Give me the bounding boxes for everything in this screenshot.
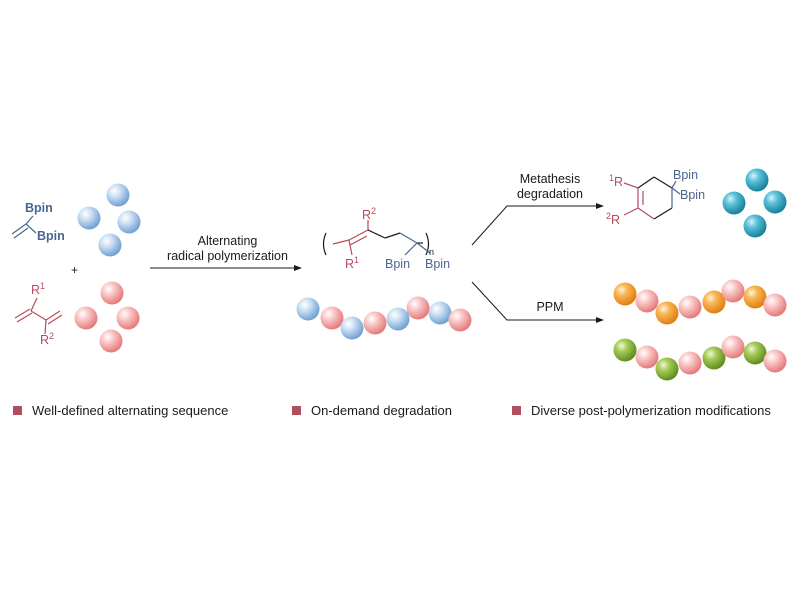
chain-pink-sphere <box>635 289 659 313</box>
chain-pink-sphere <box>721 335 745 359</box>
blue-monomer-sphere <box>117 210 141 234</box>
chain-green-sphere <box>655 357 679 381</box>
blue-monomer-sphere <box>77 206 101 230</box>
bullet-square-icon <box>292 406 301 415</box>
chain-green-sphere <box>743 341 767 365</box>
chain-pink-sphere <box>363 311 387 335</box>
chain-orange-sphere <box>613 282 637 306</box>
polymer-bpin1-label: Bpin <box>385 257 411 271</box>
chain-pink-sphere <box>763 293 787 317</box>
polymer-r2-label: R2 <box>362 205 377 222</box>
feature-item: Diverse post-polymerization modification… <box>512 403 771 418</box>
polymerization-label: Alternating radical polymerization <box>167 234 288 263</box>
diene-structure <box>14 297 63 335</box>
teal-product-sphere <box>745 168 769 192</box>
teal-product-sphere <box>722 191 746 215</box>
chain-pink-sphere <box>406 296 430 320</box>
chain-pink-sphere <box>678 295 702 319</box>
chain-green-sphere <box>702 346 726 370</box>
feature-item: On-demand degradation <box>292 403 452 418</box>
product-r2-label: 2R <box>606 210 621 227</box>
chain-pink-sphere <box>320 306 344 330</box>
polymer-bpin2-label: Bpin <box>425 257 451 271</box>
feature-item: Well-defined alternating sequence <box>13 403 228 418</box>
chain-pink-sphere <box>448 308 472 332</box>
pink-monomer-sphere <box>99 329 123 353</box>
chain-pink-sphere <box>635 345 659 369</box>
chain-green-sphere <box>613 338 637 362</box>
chain-blue-sphere <box>386 307 410 331</box>
diene-r1-label: R1 <box>31 280 46 297</box>
polymer-n-subscript: n <box>429 247 435 257</box>
pink-monomer-sphere <box>116 306 140 330</box>
product-bpin2-label: Bpin <box>680 188 706 202</box>
chain-orange-sphere <box>702 290 726 314</box>
chain-pink-sphere <box>763 349 787 373</box>
bullet-square-icon <box>512 406 521 415</box>
bullet-square-icon <box>13 406 22 415</box>
teal-product-sphere <box>763 190 787 214</box>
sphere-group <box>74 168 787 381</box>
vinyl-boronate-structure <box>11 215 37 239</box>
chain-pink-sphere <box>721 279 745 303</box>
polymer-repeat-unit <box>322 220 431 256</box>
metathesis-label: Metathesis degradation <box>516 172 584 201</box>
blue-monomer-sphere <box>98 233 122 257</box>
teal-product-sphere <box>743 214 767 238</box>
chain-blue-sphere <box>428 301 452 325</box>
chain-orange-sphere <box>655 301 679 325</box>
cyclohexene-product-structure <box>623 176 681 220</box>
chain-blue-sphere <box>296 297 320 321</box>
metathesis-arrow <box>471 203 604 246</box>
product-bpin1-label: Bpin <box>673 168 699 182</box>
ppm-arrow <box>471 281 604 323</box>
polymer-r1-label: R1 <box>345 254 360 271</box>
blue-monomer-sphere <box>106 183 130 207</box>
vinyl-bpin-bottom-label: Bpin <box>37 229 65 243</box>
chain-blue-sphere <box>340 316 364 340</box>
chain-pink-sphere <box>678 351 702 375</box>
pink-monomer-sphere <box>100 281 124 305</box>
pink-monomer-sphere <box>74 306 98 330</box>
vinyl-bpin-top-label: Bpin <box>25 201 53 215</box>
diene-r2-label: R2 <box>40 330 55 347</box>
ppm-label: PPM <box>536 300 564 314</box>
chain-orange-sphere <box>743 285 767 309</box>
product-r1-label: 1R <box>609 172 624 189</box>
plus-sign: + <box>71 263 79 277</box>
